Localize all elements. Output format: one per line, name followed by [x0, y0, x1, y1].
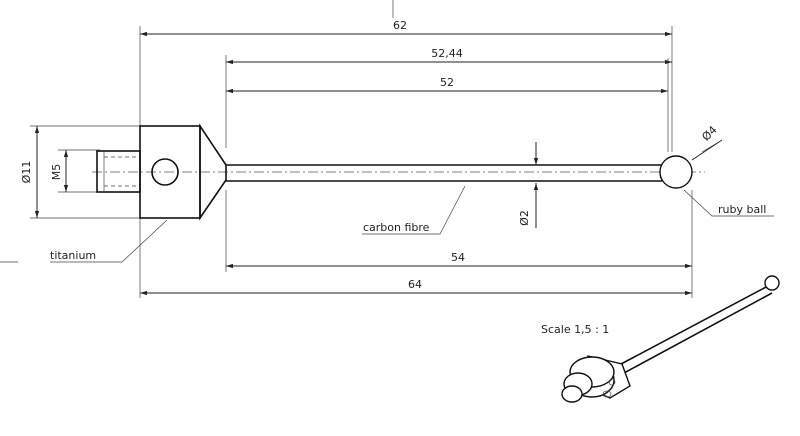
leader-lines [50, 139, 774, 263]
dimension-52: 52 [440, 76, 454, 89]
dimension-dia4: Ø4 [699, 123, 719, 143]
dimension-dia2: Ø2 [518, 210, 531, 226]
label-carbon-fibre: carbon fibre [363, 221, 430, 234]
titanium-body [139, 123, 227, 221]
dimension-62: 62 [393, 19, 407, 32]
label-titanium: titanium [50, 249, 96, 262]
threaded-stud [96, 150, 141, 193]
scale-label: Scale 1,5 : 1 [541, 323, 609, 336]
dimension-m5: M5 [50, 164, 63, 181]
dimension-54: 54 [451, 251, 465, 264]
label-ruby-ball: ruby ball [718, 203, 766, 216]
dimension-52-44: 52,44 [431, 47, 463, 60]
dimension-dia11: Ø11 [20, 161, 33, 184]
dimension-64: 64 [408, 278, 422, 291]
carbon-fibre-shaft [226, 164, 662, 182]
extension-lines [30, 26, 693, 298]
ruby-ball-shape [659, 155, 693, 189]
isometric-preview [561, 275, 780, 403]
